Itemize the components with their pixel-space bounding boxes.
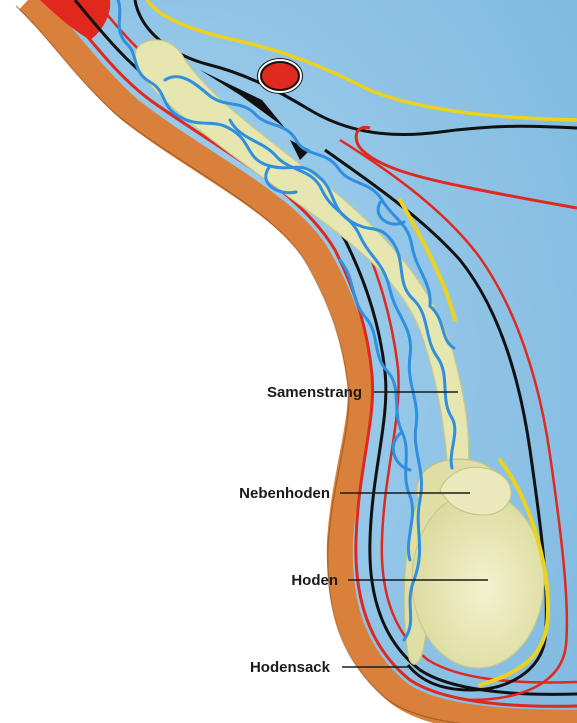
- label-samenstrang: Samenstrang: [267, 384, 362, 401]
- label-hodensack: Hodensack: [250, 659, 331, 676]
- label-hoden: Hoden: [291, 572, 338, 589]
- label-nebenhoden: Nebenhoden: [239, 485, 330, 502]
- artery: [262, 63, 298, 89]
